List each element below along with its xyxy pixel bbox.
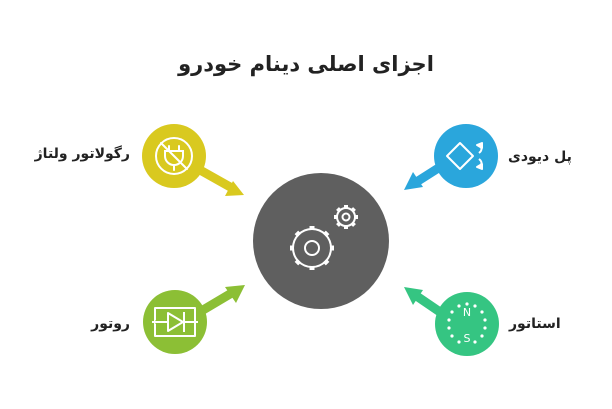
- svg-text:N: N: [463, 306, 471, 319]
- svg-text:S: S: [464, 332, 471, 345]
- arrow-regulator: [195, 165, 244, 196]
- arrow-rotor: [193, 285, 245, 318]
- center-circle: [253, 173, 389, 309]
- label-regulator: رگولاتور ولتاژ: [34, 146, 130, 162]
- diagram-title: اجزای اصلی دینام خودرو: [178, 52, 434, 76]
- gears-icon: [290, 205, 358, 270]
- magnet-compass-icon: N S: [447, 302, 487, 345]
- diode-icon: [152, 307, 198, 337]
- node-diode: [434, 124, 498, 188]
- node-rotor: [143, 290, 207, 354]
- node-regulator: [142, 124, 206, 188]
- label-stator: استاتور: [509, 316, 561, 332]
- arrow-stator: [404, 287, 445, 317]
- node-stator: N S: [435, 292, 499, 356]
- diode-bridge-icon: [446, 142, 483, 170]
- unplugged-icon: [155, 137, 193, 175]
- label-diode-bridge: پل دیودی: [508, 149, 572, 165]
- arrow-diode: [404, 162, 445, 190]
- label-rotor: روتور: [91, 316, 130, 332]
